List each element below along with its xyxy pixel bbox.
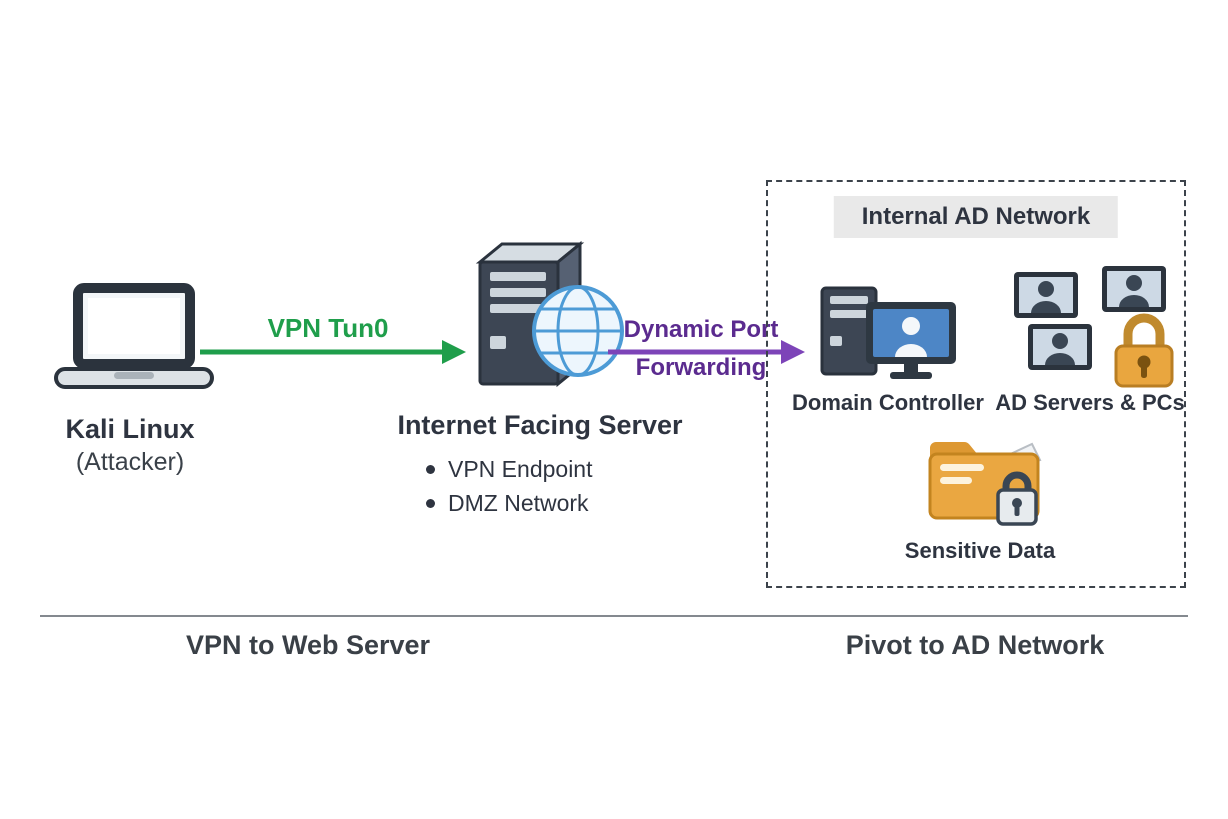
ad-servers-pcs-icon — [1014, 266, 1174, 393]
vpn-arrow-label: VPN Tun0 — [267, 313, 389, 343]
server-globe-icon — [460, 236, 625, 396]
domain-controller-icon — [814, 278, 964, 395]
vpn-arrow-icon — [198, 334, 468, 375]
server-bullet-list: VPN Endpoint DMZ Network — [426, 452, 676, 520]
domain-controller-label: Domain Controller — [792, 390, 984, 415]
server-title: Internet Facing Server — [397, 410, 683, 440]
pivot-arrow-label-line1: Dynamic Port — [623, 316, 779, 343]
laptop-icon — [52, 282, 217, 405]
server-bullet-item: DMZ Network — [426, 486, 676, 520]
attacker-subtitle: (Attacker) — [75, 448, 185, 476]
pivot-arrow-label-line2: Forwarding — [635, 354, 767, 381]
footer-divider — [40, 615, 1188, 617]
pivot-arrow-icon — [606, 334, 808, 375]
sensitive-data-label: Sensitive Data — [904, 538, 1056, 563]
server-bullet-text: DMZ Network — [448, 489, 589, 516]
internal-ad-network-box: Internal AD Network Domain Controller — [766, 180, 1186, 588]
footer-right-label: Pivot to AD Network — [845, 630, 1105, 660]
bullet-icon — [426, 498, 435, 508]
ad-network-title: Internal AD Network — [833, 196, 1119, 238]
attacker-title: Kali Linux — [65, 414, 195, 444]
sensitive-data-folder-icon — [920, 432, 1048, 537]
footer-left-label: VPN to Web Server — [185, 630, 431, 660]
bullet-icon — [426, 464, 435, 474]
ad-servers-pcs-label: AD Servers & PCs — [995, 390, 1185, 415]
server-bullet-text: VPN Endpoint — [448, 455, 593, 482]
server-bullet-item: VPN Endpoint — [426, 452, 676, 486]
